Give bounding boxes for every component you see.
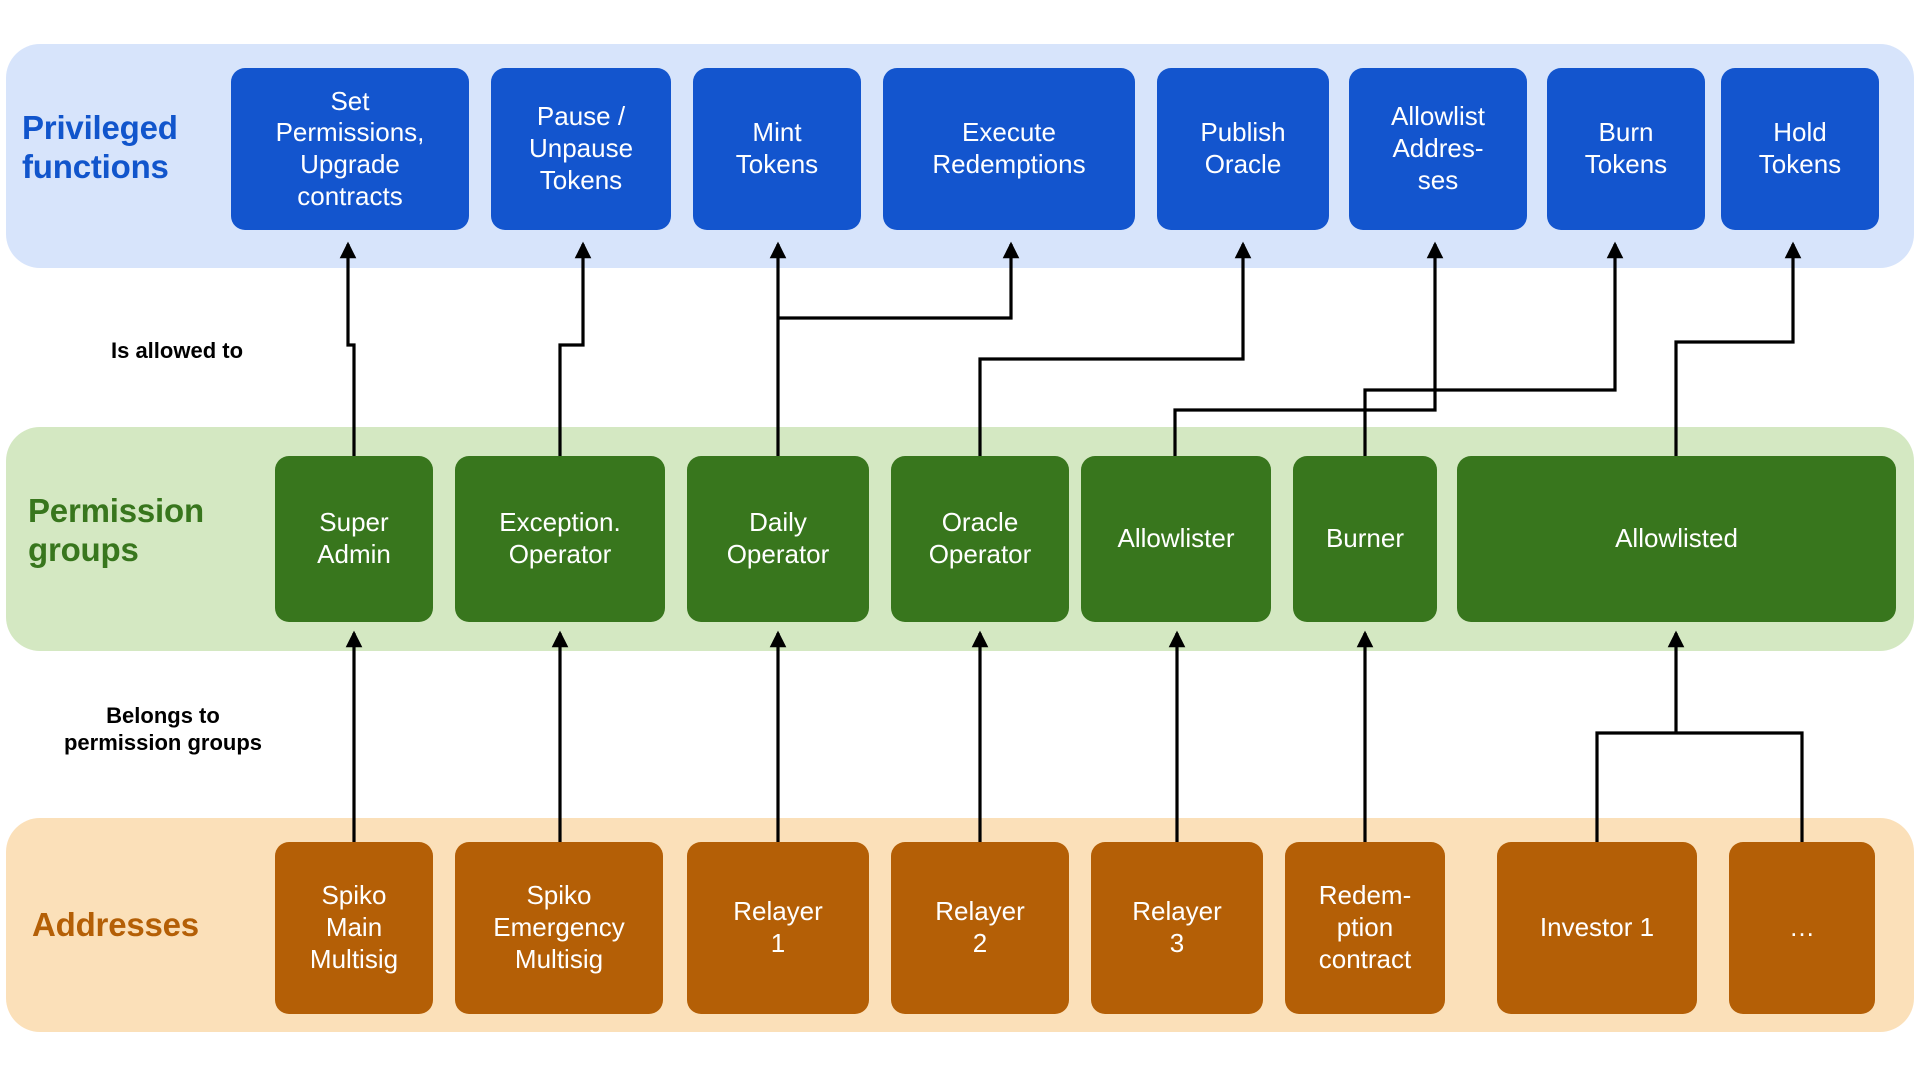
group-node-super-admin[interactable]: Super Admin (275, 456, 433, 622)
group-node-allowlisted[interactable]: Allowlisted (1457, 456, 1896, 622)
function-node-set-permissions[interactable]: Set Permissions, Upgrade contracts (231, 68, 469, 230)
address-node-spiko-main-multisig[interactable]: Spiko Main Multisig (275, 842, 433, 1014)
address-node-relayer-1[interactable]: Relayer 1 (687, 842, 869, 1014)
band-title-privileged-functions: Privileged functions (22, 109, 178, 185)
group-node-exception-operator[interactable]: Exception. Operator (455, 456, 665, 622)
function-node-allowlist-addresses[interactable]: Allowlist Addres- ses (1349, 68, 1527, 230)
function-node-pause-unpause[interactable]: Pause / Unpause Tokens (491, 68, 671, 230)
edge-oracle-operator-to-publish-oracle (978, 241, 1252, 456)
function-node-burn-tokens[interactable]: Burn Tokens (1547, 68, 1705, 230)
address-node-investor-1[interactable]: Investor 1 (1497, 842, 1697, 1014)
band-title-permission-groups: Permission groups (28, 492, 204, 568)
edge-allowlister-to-allowlist-addresses (1173, 241, 1444, 456)
group-node-burner[interactable]: Burner (1293, 456, 1437, 622)
edge-burner-to-burn-tokens (1363, 241, 1624, 456)
group-node-daily-operator[interactable]: Daily Operator (687, 456, 869, 622)
function-node-hold-tokens[interactable]: Hold Tokens (1721, 68, 1879, 230)
address-node-redemption-contract[interactable]: Redem- ption contract (1285, 842, 1445, 1014)
edge-label-is-allowed-to: Is allowed to (110, 338, 244, 363)
function-node-mint-tokens[interactable]: Mint Tokens (693, 68, 861, 230)
edge-label-belongs-to-permission-groups: Belongs to permission groups (63, 703, 263, 755)
address-node-more[interactable]: … (1729, 842, 1875, 1014)
group-node-oracle-operator[interactable]: Oracle Operator (891, 456, 1069, 622)
address-node-spiko-emergency-multisig[interactable]: Spiko Emergency Multisig (455, 842, 663, 1014)
address-node-relayer-2[interactable]: Relayer 2 (891, 842, 1069, 1014)
group-node-allowlister[interactable]: Allowlister (1081, 456, 1271, 622)
function-node-publish-oracle[interactable]: Publish Oracle (1157, 68, 1329, 230)
edge-allowlisted-to-hold-tokens (1674, 241, 1802, 456)
edge-exception-operator-to-pause (558, 241, 592, 456)
edge-super-admin-to-set-permissions (339, 241, 357, 456)
function-node-execute-redemptions[interactable]: Execute Redemptions (883, 68, 1135, 230)
band-title-addresses: Addresses (32, 906, 199, 943)
address-node-relayer-3[interactable]: Relayer 3 (1091, 842, 1263, 1014)
